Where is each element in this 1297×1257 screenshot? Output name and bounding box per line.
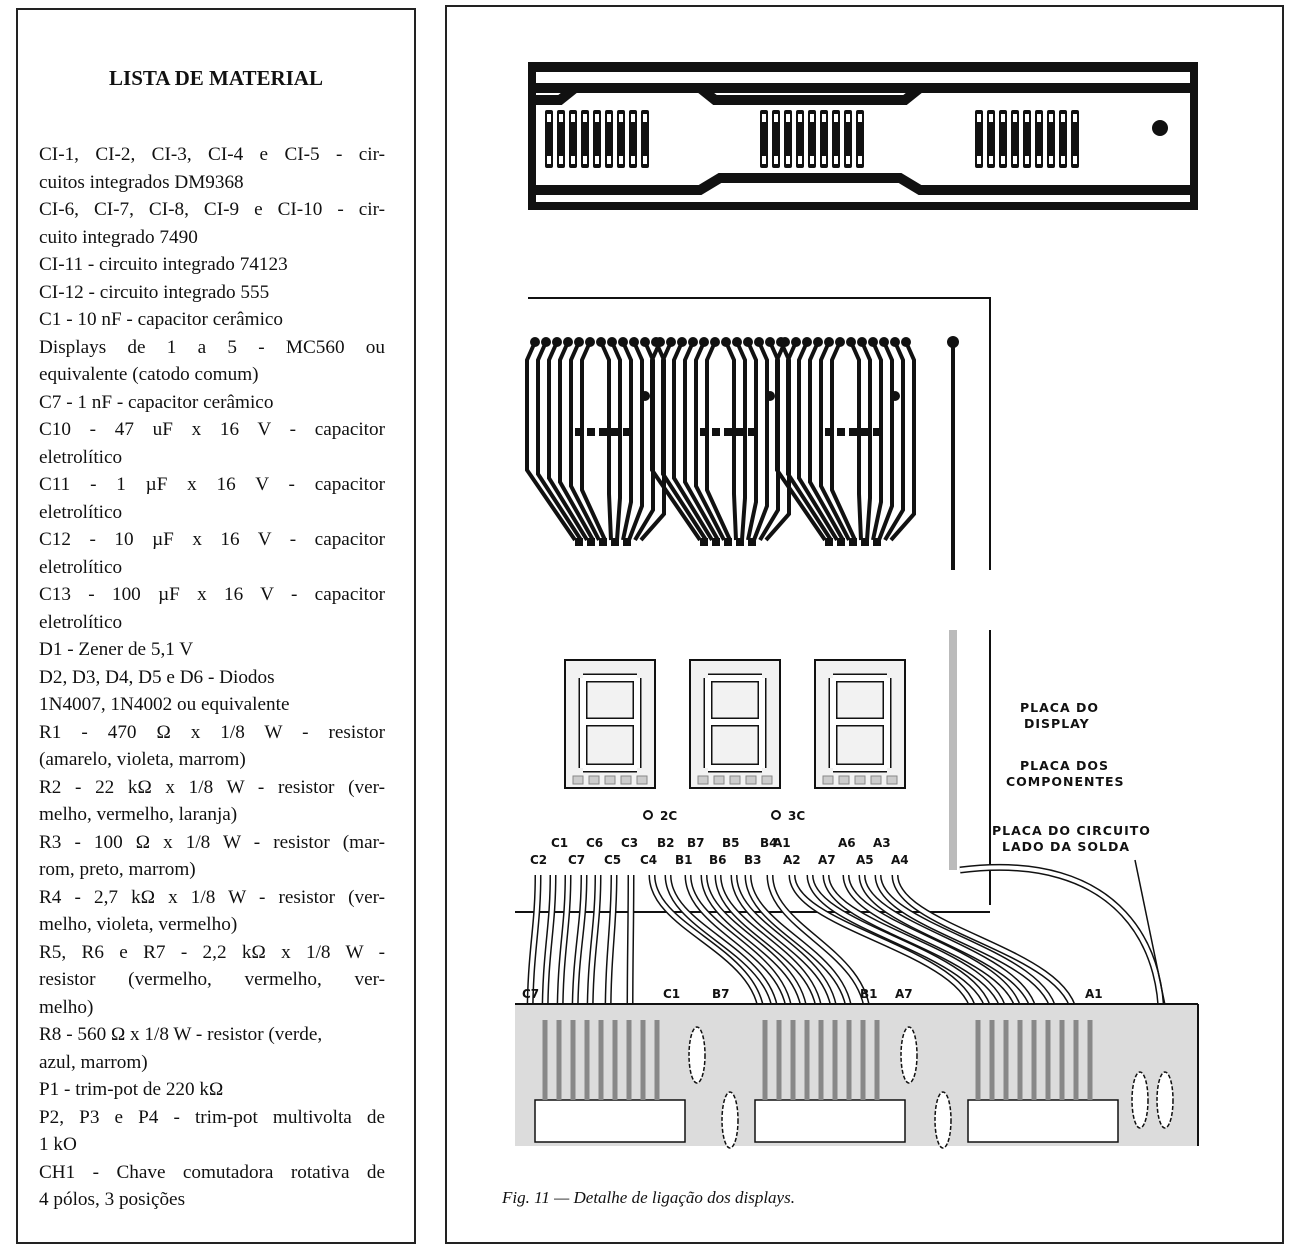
figure-caption: Fig. 11 — Detalhe de ligação dos display… [502,1188,795,1207]
material-list-line: cuitos integrados DM9368 [39,171,244,193]
pin-label: B5 [722,836,740,850]
material-list-line: eletrolítico [39,446,123,468]
label-3c: 3C [788,809,805,823]
material-list-line: CI-1, CI-2, CI-3, CI-4 e CI-5 - cir- [39,144,385,165]
material-list-line: D1 - Zener de 5,1 V [39,639,194,660]
material-list-line: R1 - 470 Ω x 1/8 W - resistor [39,721,385,743]
material-list-line: 4 pólos, 3 posições [39,1189,186,1210]
pin-label: C6 [586,836,603,850]
material-list-line: C10 - 47 uF x 16 V - capacitor [39,419,385,440]
label-component-board: PLACA DOS [1020,758,1109,773]
pin-label: B6 [709,853,727,867]
material-list-line: C13 - 100 µF x 16 V - capacitor [39,584,385,605]
label-display-board-2: DISPLAY [1024,716,1090,731]
pcb-circuit-board [515,1003,1199,1149]
ic-chip [967,1099,1119,1143]
pin-label: C3 [621,836,638,850]
label-component-board-2: COMPONENTES [1006,774,1125,789]
ic-chip [754,1099,906,1143]
material-list-line: R4 - 2,7 kΩ x 1/8 W - resistor (ver- [39,886,385,908]
material-list-line: C12 - 10 µF x 16 V - capacitor [39,529,385,550]
label-display-board: PLACA DO [1020,700,1099,715]
pin-label: A5 [856,853,874,867]
material-list-line: R2 - 22 kΩ x 1/8 W - resistor (ver- [39,776,385,798]
material-list-line: azul, marrom) [39,1051,148,1073]
pin-label: C4 [640,853,657,867]
material-list: CI-1, CI-2, CI-3, CI-4 e CI-5 - cir-cuit… [39,141,385,1214]
material-list-line: melho) [39,996,94,1018]
material-list-line: C1 - 10 nF - capacitor cerâmico [39,309,284,330]
figure-panel [445,5,1284,1244]
material-list-line: eletrolítico [39,556,123,578]
material-list-line: CI-11 - circuito integrado 74123 [39,254,288,275]
material-list-line: 1N4007, 1N4002 ou equivalente [39,694,290,715]
material-list-line: R8 - 560 Ω x 1/8 W - resistor (verde, [39,1024,323,1045]
pin-label: A7 [895,987,913,1001]
label-2c: 2C [660,809,677,823]
pin-label: C1 [663,987,680,1001]
material-list-line: rom, preto, marrom) [39,859,196,880]
pin-label: C5 [604,853,621,867]
seven-segment-displays [564,659,906,820]
pin-label: A4 [891,853,909,867]
material-list-line: Displays de 1 a 5 - MC560 ou [39,336,385,358]
pin-label: B7 [712,987,730,1001]
pin-label: B4 [760,836,778,850]
material-list-line: P1 - trim-pot de 220 kΩ [39,1079,224,1100]
pin-label: C7 [522,987,539,1001]
material-list-line: eletrolítico [39,611,123,633]
material-list-line: resistor (vermelho, vermelho, ver- [39,969,385,990]
pin-label: A2 [783,853,801,867]
material-list-line: C7 - 1 nF - capacitor cerâmico [39,391,274,413]
material-list-line: melho, vermelho, laranja) [39,804,238,825]
pin-label: A1 [1085,987,1103,1001]
material-list-line: C11 - 1 µF x 16 V - capacitor [39,474,385,495]
material-list-line: 1 kO [39,1134,77,1155]
material-list-line: cuito integrado 7490 [39,226,198,248]
pin-label: C2 [530,853,547,867]
pin-label: A7 [818,853,836,867]
pcb-strip-top [528,62,1198,210]
label-solder-side-2: LADO DA SOLDA [1002,839,1130,854]
wire-harness [515,859,1166,1041]
pin-label: B7 [687,836,705,850]
pin-label: A3 [873,836,891,850]
material-list-line: P2, P3 e P4 - trim-pot multivolta de [39,1106,385,1128]
material-list-line: CI-12 - circuito integrado 555 [39,281,270,303]
pin-label: B1 [675,853,693,867]
pin-label: A6 [838,836,856,850]
material-list-line: CH1 - Chave comutadora rotativa de [39,1161,385,1183]
pcb-display-board [525,297,991,905]
pin-label: A1 [773,836,791,850]
material-list-line: eletrolítico [39,501,123,523]
material-list-line: (amarelo, violeta, marrom) [39,749,246,770]
pin-label: C1 [551,836,568,850]
material-list-line: D2, D3, D4, D5 e D6 - Diodos [39,666,275,688]
material-list-panel: LISTA DE MATERIAL CI-1, CI-2, CI-3, CI-4… [16,8,416,1244]
pin-label: B1 [860,987,878,1001]
label-solder-side: PLACA DO CIRCUITO [992,823,1151,838]
material-list-title: LISTA DE MATERIAL [109,66,323,90]
material-list-line: melho, violeta, vermelho) [39,914,238,935]
pin-label: C7 [568,853,585,867]
material-list-line: equivalente (catodo comum) [39,364,259,385]
material-list-line: R5, R6 e R7 - 2,2 kΩ x 1/8 W - [39,941,385,963]
material-list-line: CI-6, CI-7, CI-8, CI-9 e CI-10 - cir- [39,199,385,220]
ic-chip [534,1099,686,1143]
material-list-line: R3 - 100 Ω x 1/8 W - resistor (mar- [39,831,385,853]
pin-label: B2 [657,836,675,850]
pin-label: B3 [744,853,762,867]
